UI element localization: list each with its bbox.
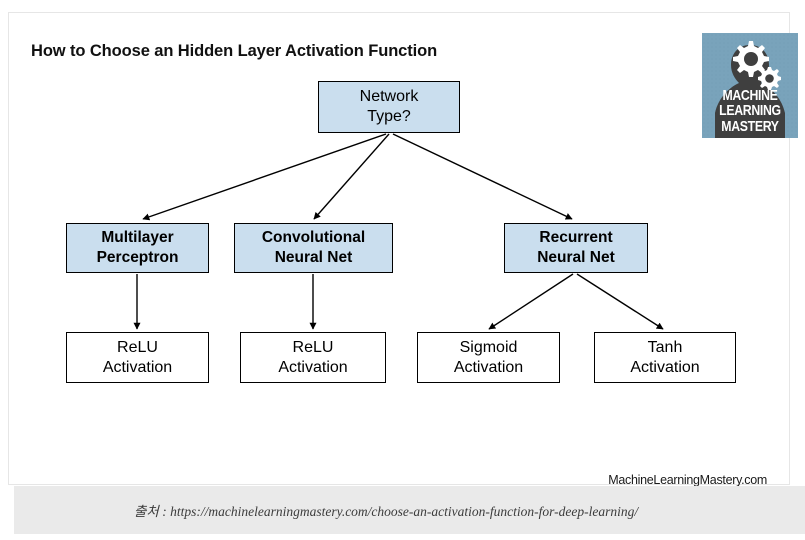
node-line-2: Type? <box>367 108 411 125</box>
node-line-2: Activation <box>278 358 348 376</box>
flow-node-convolutional-neural-net[interactable]: Convolutional Neural Net <box>234 223 393 273</box>
logo-silhouette-icon <box>715 41 785 138</box>
flow-node-relu-activation-mlp[interactable]: ReLU Activation <box>66 332 209 383</box>
flow-node-sigmoid-activation[interactable]: Sigmoid Activation <box>417 332 560 383</box>
source-band <box>14 486 805 534</box>
node-line-1: Sigmoid <box>459 338 518 356</box>
logo-wordmark: MACHINE LEARNING MASTERY <box>711 86 790 135</box>
flow-node-relu-activation-cnn[interactable]: ReLU Activation <box>240 332 386 383</box>
node-line-2: Neural Net <box>274 249 353 266</box>
node-line-2: Perceptron <box>96 249 179 266</box>
flow-node-network-type[interactable]: Network Type? <box>318 81 460 133</box>
machine-learning-mastery-logo: MACHINE LEARNING MASTERY <box>702 33 798 138</box>
node-line-1: Convolutional <box>261 229 366 246</box>
flow-node-multilayer-perceptron[interactable]: Multilayer Perceptron <box>66 223 209 273</box>
node-line-2: Activation <box>453 358 524 376</box>
node-line-2: Activation <box>102 358 173 376</box>
node-line-1: ReLU <box>292 338 334 356</box>
source-caption: 출처 : https://machinelearningmastery.com/… <box>134 504 639 519</box>
node-line-2: Neural Net <box>537 249 615 266</box>
node-line-2: Activation <box>630 358 700 376</box>
flow-node-tanh-activation[interactable]: Tanh Activation <box>594 332 736 383</box>
node-line-1: ReLU <box>117 338 158 356</box>
node-line-1: Tanh <box>647 338 683 356</box>
logo-word-learning: LEARNING <box>719 102 781 119</box>
site-attribution: MachineLearningMastery.com <box>608 473 767 487</box>
node-line-1: Multilayer <box>101 229 174 246</box>
logo-word-machine: MACHINE <box>722 86 778 104</box>
node-line-1: Network <box>359 88 419 105</box>
logo-word-mastery: MASTERY <box>721 117 779 135</box>
page-title: How to Choose an Hidden Layer Activation… <box>31 42 438 60</box>
flow-node-recurrent-neural-net[interactable]: Recurrent Neural Net <box>504 223 648 273</box>
node-line-1: Recurrent <box>539 229 613 246</box>
